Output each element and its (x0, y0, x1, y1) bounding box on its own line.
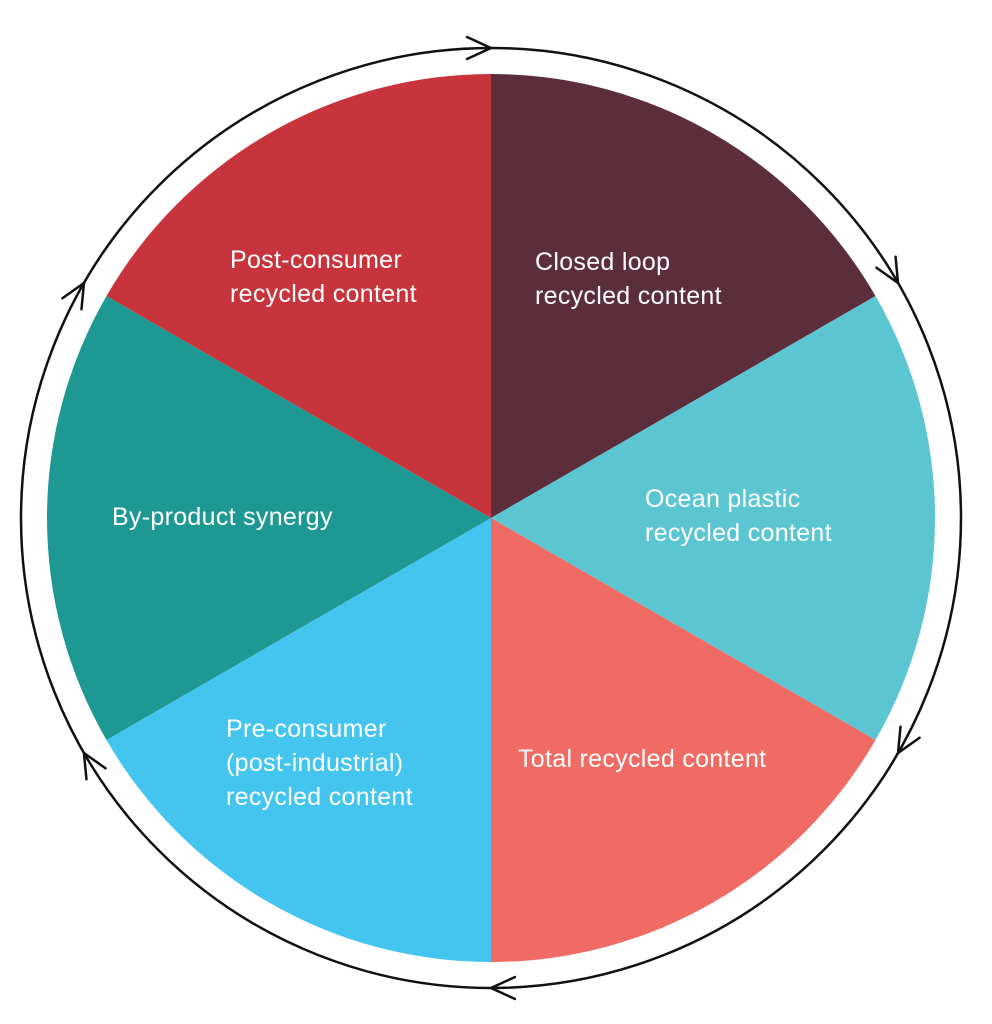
label-ocean-plastic: Ocean plastic recycled content (645, 482, 832, 550)
label-total: Total recycled content (518, 742, 766, 776)
wedge-total (491, 518, 876, 962)
label-pre-consumer-line-2: (post-industrial) (226, 749, 404, 777)
cycle-arrow-icon (487, 975, 517, 1001)
cycle-arrow-icon (465, 35, 495, 61)
pie-wedges (46, 74, 936, 962)
cycle-arrow-icon (61, 280, 86, 311)
wedge-post-consumer (106, 74, 491, 518)
cycle-arrow-icon (82, 750, 107, 781)
wedge-pre-consumer (106, 518, 491, 962)
label-pre-consumer-line-1: Pre-consumer (226, 715, 387, 743)
label-ocean-plastic-line-2: recycled content (645, 519, 832, 547)
cycle-arrow-icon (896, 725, 921, 756)
wedge-by-product (46, 296, 491, 740)
cycle-arrow-icon (875, 255, 900, 286)
wedge-ocean-plastic (491, 296, 936, 740)
label-post-consumer-line-2: recycled content (230, 280, 417, 308)
label-closed-loop-line-2: recycled content (535, 282, 722, 310)
label-post-consumer: Post-consumer recycled content (230, 243, 417, 311)
label-closed-loop: Closed loop recycled content (535, 245, 722, 313)
label-pre-consumer-line-3: recycled content (226, 783, 413, 811)
label-post-consumer-line-1: Post-consumer (230, 246, 403, 274)
label-closed-loop-line-1: Closed loop (535, 248, 671, 276)
label-ocean-plastic-line-1: Ocean plastic (645, 485, 801, 513)
cycle-arrows (61, 35, 921, 1001)
label-by-product: By-product synergy (112, 500, 333, 534)
wedge-closed-loop (491, 74, 876, 518)
label-total-line-1: Total recycled content (518, 745, 767, 773)
label-pre-consumer: Pre-consumer (post-industrial) recycled … (226, 712, 413, 814)
label-by-product-line-1: By-product synergy (112, 503, 333, 531)
